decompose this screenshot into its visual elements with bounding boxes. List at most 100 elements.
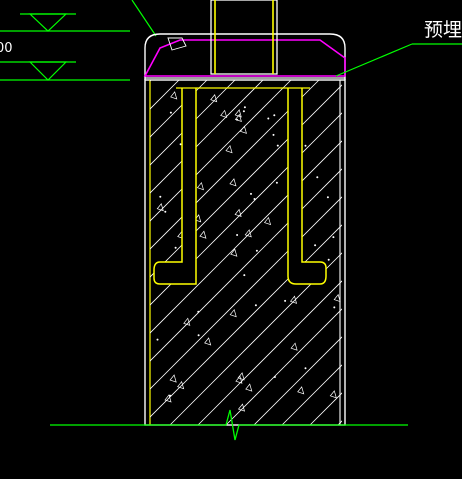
aggregate-dot bbox=[236, 234, 239, 236]
anchor-bolt-right bbox=[287, 88, 327, 285]
aggregate-triangle bbox=[169, 374, 177, 383]
steel-column bbox=[210, 0, 278, 75]
hatch-line bbox=[225, 308, 342, 425]
aggregate-triangle bbox=[245, 383, 253, 392]
hatch-line bbox=[0, 80, 123, 425]
hatch-line bbox=[150, 80, 152, 82]
aggregate-dot bbox=[273, 376, 276, 378]
embedded-part-callout: 预埋件 bbox=[335, 19, 462, 77]
aggregate-dot bbox=[284, 299, 287, 302]
aggregate-dot bbox=[164, 210, 167, 213]
elevation-triangle-lower bbox=[28, 61, 68, 81]
hatch-line bbox=[253, 336, 342, 425]
aggregate-dot bbox=[304, 144, 307, 147]
hatch-line bbox=[169, 252, 342, 425]
aggregate-triangle bbox=[329, 390, 337, 399]
aggregate-dot bbox=[304, 367, 307, 370]
leader-line-top bbox=[131, 0, 157, 37]
aggregate-triangle bbox=[230, 248, 238, 257]
anchor-bolts bbox=[153, 87, 327, 285]
cap-small-detail bbox=[167, 37, 187, 51]
aggregate-dot bbox=[327, 258, 330, 261]
aggregate-triangle bbox=[237, 403, 246, 412]
aggregate-triangle bbox=[237, 372, 245, 381]
anchor-bolt-left bbox=[153, 88, 197, 285]
aggregate-triangle bbox=[234, 113, 242, 123]
aggregate-triangle bbox=[234, 208, 242, 218]
pile-cap-outline bbox=[144, 33, 346, 80]
hatch-line bbox=[150, 80, 292, 222]
pile-cap bbox=[143, 33, 346, 80]
aggregate-triangle bbox=[204, 337, 212, 346]
hatch-line bbox=[150, 140, 342, 334]
aggregate-dot bbox=[254, 304, 257, 307]
hatch-line bbox=[337, 420, 342, 425]
hatch-line bbox=[150, 80, 180, 110]
aggregate-dot bbox=[255, 249, 258, 252]
aggregate-triangle bbox=[164, 394, 172, 403]
aggregate-dot bbox=[314, 244, 317, 247]
aggregate-dot bbox=[276, 144, 279, 147]
hatch-line bbox=[450, 80, 462, 425]
hatch-line bbox=[422, 80, 462, 425]
column-outline bbox=[210, 0, 278, 75]
embedded-part-label: 预埋件 bbox=[424, 19, 462, 41]
ground-line bbox=[50, 409, 408, 441]
elevation-markers: 00 bbox=[0, 0, 157, 81]
elevation-triangle-upper bbox=[28, 13, 68, 32]
aggregate-triangle bbox=[229, 178, 237, 187]
aggregate-triangle bbox=[220, 109, 228, 119]
aggregate-triangle bbox=[290, 342, 298, 351]
aggregate-dot bbox=[242, 110, 245, 113]
aggregate-triangle bbox=[229, 308, 237, 318]
elevation-label-fragment: 00 bbox=[0, 41, 13, 56]
pile-body bbox=[0, 79, 462, 426]
aggregate-triangle bbox=[210, 93, 218, 103]
hatch-line bbox=[150, 80, 208, 138]
aggregate-triangle bbox=[196, 181, 204, 191]
embedded-plate bbox=[143, 39, 346, 77]
hatch-line bbox=[366, 80, 462, 425]
aggregate-dot bbox=[197, 310, 200, 313]
aggregate-triangle bbox=[177, 380, 185, 390]
aggregate-triangle bbox=[235, 375, 243, 384]
aggregate-dot bbox=[243, 106, 246, 109]
ground-line-path bbox=[50, 409, 408, 441]
aggregate-dot bbox=[243, 274, 246, 277]
aggregate-dot bbox=[273, 114, 276, 117]
aggregate-triangle bbox=[244, 229, 252, 238]
hatch-line bbox=[0, 80, 95, 425]
hatch-line bbox=[150, 80, 264, 194]
aggregate-triangle bbox=[183, 317, 191, 326]
aggregate-triangle bbox=[225, 144, 233, 154]
concrete-hatch bbox=[0, 80, 462, 425]
hatch-line bbox=[150, 112, 342, 306]
aggregate-dot bbox=[333, 306, 336, 309]
hatch-line bbox=[150, 168, 342, 362]
aggregate-dot bbox=[332, 236, 335, 239]
aggregate-dot bbox=[169, 111, 172, 114]
aggregate-triangle bbox=[170, 91, 178, 100]
aggregate-dot bbox=[267, 117, 270, 120]
hatch-line bbox=[150, 196, 342, 390]
aggregate-triangle bbox=[263, 216, 272, 226]
aggregate-dot bbox=[250, 192, 252, 195]
hatch-line bbox=[394, 80, 462, 425]
hatch-line bbox=[309, 392, 342, 425]
hatch-line bbox=[150, 80, 236, 166]
aggregate-dot bbox=[326, 196, 329, 199]
aggregate-triangle bbox=[289, 295, 298, 304]
hatch-line bbox=[150, 224, 342, 418]
aggregate-triangle bbox=[239, 125, 247, 134]
aggregate-dot bbox=[253, 198, 256, 200]
hatch-line bbox=[150, 80, 320, 250]
callout-leader bbox=[335, 43, 413, 77]
aggregate-triangle bbox=[199, 230, 207, 239]
aggregate-triangle bbox=[333, 293, 341, 303]
aggregate-dot bbox=[169, 394, 172, 397]
hatch-line bbox=[197, 280, 342, 425]
aggregate-dot bbox=[316, 176, 319, 179]
aggregate-dot bbox=[159, 195, 162, 198]
concrete-aggregate bbox=[156, 91, 341, 412]
